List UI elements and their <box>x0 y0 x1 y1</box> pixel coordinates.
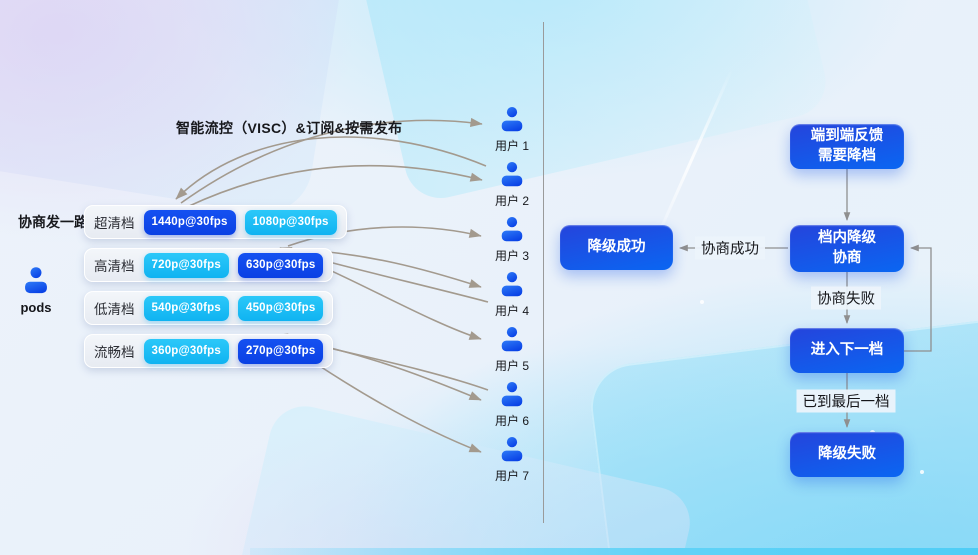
user-label: 用户 4 <box>494 304 529 318</box>
tier-name: 低清档 <box>94 302 135 317</box>
user-1: 用户 1 <box>490 104 534 154</box>
edge-label-negotiate-fail: 协商失败 <box>811 286 881 310</box>
user-label: 用户 3 <box>494 249 529 263</box>
user-3: 用户 3 <box>490 214 534 264</box>
edge-label-reached-last: 已到最后一档 <box>796 389 896 413</box>
user-5: 用户 5 <box>490 324 534 374</box>
tier-name: 流畅档 <box>94 345 135 360</box>
stream-pill: 1080p@30fps <box>244 209 337 235</box>
user-label: 用户 6 <box>494 414 529 428</box>
user-icon <box>501 162 523 187</box>
user-label: 用户 2 <box>494 194 529 208</box>
negotiate-path-label: 协商发一路 <box>18 214 88 230</box>
edge-label-negotiate-success: 协商成功 <box>695 236 765 260</box>
user-icon <box>501 217 523 242</box>
stream-pill: 270p@30fps <box>237 338 324 364</box>
tier-name: 高清档 <box>94 259 135 274</box>
flow-control-label: 智能流控（VISC）&订阅&按需发布 <box>176 120 403 136</box>
stream-pill: 630p@30fps <box>237 252 324 278</box>
stream-pill: 1440p@30fps <box>143 209 236 235</box>
flowchart-arrows <box>678 169 932 429</box>
stream-pill: 540p@30fps <box>143 295 229 321</box>
stream-pill: 360p@30fps <box>143 338 229 364</box>
flow-node-trigger: 端到端反馈 需要降档 <box>790 124 904 169</box>
stream-pill: 450p@30fps <box>237 295 324 321</box>
tier-row-smooth: 流畅档 360p@30fps 270p@30fps <box>84 334 334 368</box>
flow-node-downgrade-success: 降级成功 <box>560 225 673 270</box>
stream-pill: 720p@30fps <box>143 252 229 278</box>
user-icon <box>501 272 523 297</box>
tier-user-arrows <box>175 117 489 453</box>
user-2: 用户 2 <box>490 159 534 209</box>
user-7: 用户 7 <box>490 434 534 484</box>
tier-name: 超清档 <box>94 216 135 231</box>
user-icon <box>501 382 523 407</box>
user-icon <box>25 267 47 294</box>
user-label: 用户 1 <box>494 139 529 153</box>
user-icon <box>501 327 523 352</box>
user-6: 用户 6 <box>490 379 534 429</box>
user-icon <box>501 437 523 462</box>
user-icon <box>501 107 523 132</box>
flow-node-enter-next-tier: 进入下一档 <box>790 328 904 373</box>
sparkle-dot <box>700 300 704 304</box>
tier-row-ultra: 超清档 1440p@30fps 1080p@30fps <box>84 205 347 239</box>
user-4: 用户 4 <box>490 269 534 319</box>
flow-node-downgrade-failure: 降级失败 <box>790 432 904 477</box>
flow-node-negotiate: 档内降级 协商 <box>790 225 904 272</box>
user-label: 用户 7 <box>494 469 529 483</box>
tier-row-high: 高清档 720p@30fps 630p@30fps <box>84 248 334 282</box>
tier-row-low: 低清档 540p@30fps 450p@30fps <box>84 291 334 325</box>
sparkle-dot <box>920 470 924 474</box>
pods-label: pods <box>20 300 52 315</box>
user-label: 用户 5 <box>494 359 529 373</box>
pods-source: pods <box>16 264 56 315</box>
